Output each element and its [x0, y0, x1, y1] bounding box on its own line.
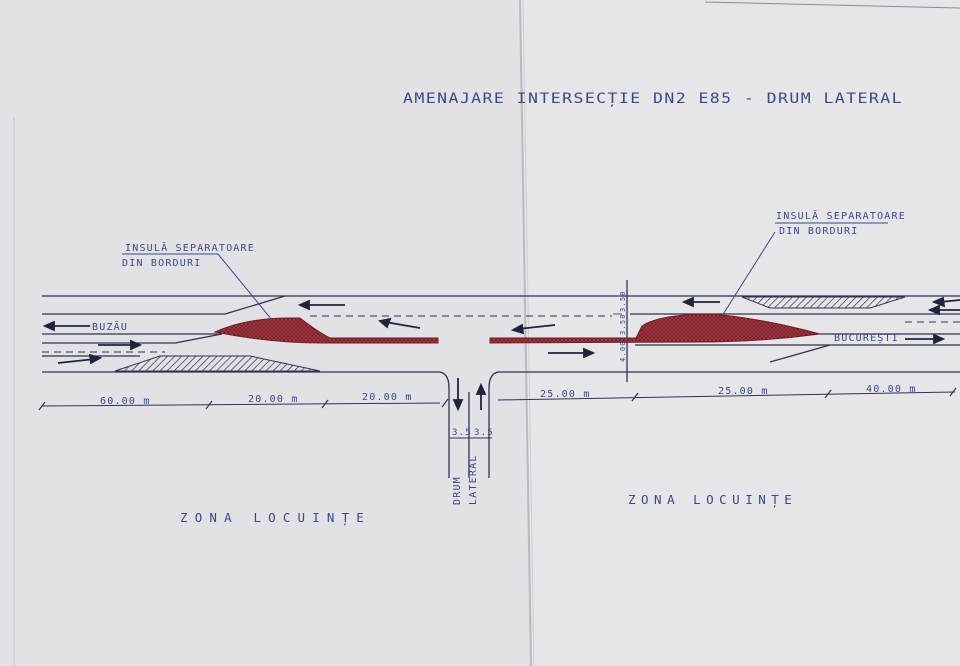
separator-island-right: [489, 313, 821, 344]
lane-taper-right-bottom: [769, 344, 831, 363]
arrow-left-right-top: [681, 296, 720, 308]
dim-25m-a: 25.00 m: [540, 389, 591, 400]
lane-width-left: 3.5: [452, 428, 472, 438]
lane-taper-left-bottom: [174, 333, 223, 344]
island-label-right-line2: DIN BORDURI: [779, 226, 858, 237]
drum-lateral-line1: DRUM: [452, 476, 463, 505]
hatched-area-left: [114, 355, 321, 372]
dim-40m: 40.00 m: [866, 384, 917, 395]
dimension-line: [41, 391, 956, 439]
arrow-left-top: [297, 299, 345, 311]
dim-20m-b: 20.00 m: [362, 392, 413, 403]
label-buzau: BUZĂU: [92, 320, 128, 333]
arrow-right-lane: [98, 339, 143, 351]
island-label-left-line2: DIN BORDURI: [122, 258, 201, 269]
island-label-right-line1: INSULĂ SEPARATOARE: [776, 209, 906, 222]
vertical-dim-1: 3.50: [619, 290, 627, 312]
side-road: [439, 280, 628, 478]
arrow-up-side-road: [475, 382, 487, 410]
dashed-lines: [42, 315, 960, 353]
arrow-left-far-right: [931, 296, 960, 308]
arrow-right-bucuresti: [905, 333, 946, 345]
traffic-arrows: [42, 296, 960, 412]
label-bucuresti: BUCUREȘTI: [834, 333, 899, 344]
side-road-left-edge: [439, 371, 450, 478]
island-label-left-line1: INSULĂ SEPARATOARE: [125, 241, 255, 254]
arrow-down-side-road: [452, 378, 464, 412]
lane-width-right: 3.5: [474, 428, 494, 438]
paper-fold: [519, 0, 532, 666]
arrow-left-far-right-2: [927, 304, 960, 316]
separator-island-left: [213, 317, 439, 344]
side-road-right-edge: [488, 371, 499, 478]
arrow-right-centre: [548, 347, 596, 359]
arrow-left-buzau: [42, 320, 90, 332]
dim-25m-b: 25.00 m: [718, 386, 769, 397]
dimension-ticks: [38, 387, 957, 411]
leader-left: [217, 253, 273, 321]
hatched-area-right: [741, 296, 906, 309]
top-edge-line: [704, 1, 960, 9]
dim-60m: 60.00 m: [100, 396, 151, 407]
vertical-dim-2: 3.50: [619, 313, 627, 335]
arrow-left-turn: [378, 317, 421, 329]
vertical-dimension: 3.50 3.50 4.00: [613, 290, 627, 373]
arrow-right-bottom: [57, 353, 103, 365]
leader-lines: [122, 222, 888, 321]
paper-fold-shadow: [522, 0, 535, 666]
arrow-left-centre: [510, 323, 556, 335]
vertical-dim-3: 4.00: [619, 340, 627, 362]
zona-locuinte-right: ZONA LOCUINȚE: [628, 492, 793, 508]
drum-lateral-line2: LATERAL: [468, 454, 479, 505]
dim-20m-a: 20.00 m: [248, 394, 299, 405]
drawing-title: AMENAJARE INTERSECȚIE DN2 E85 - DRUM LAT…: [403, 91, 903, 107]
zona-locuinte-left: ZONA LOCUINȚE: [180, 510, 365, 526]
leader-right: [721, 231, 776, 317]
lane-taper-left-top: [224, 295, 286, 315]
